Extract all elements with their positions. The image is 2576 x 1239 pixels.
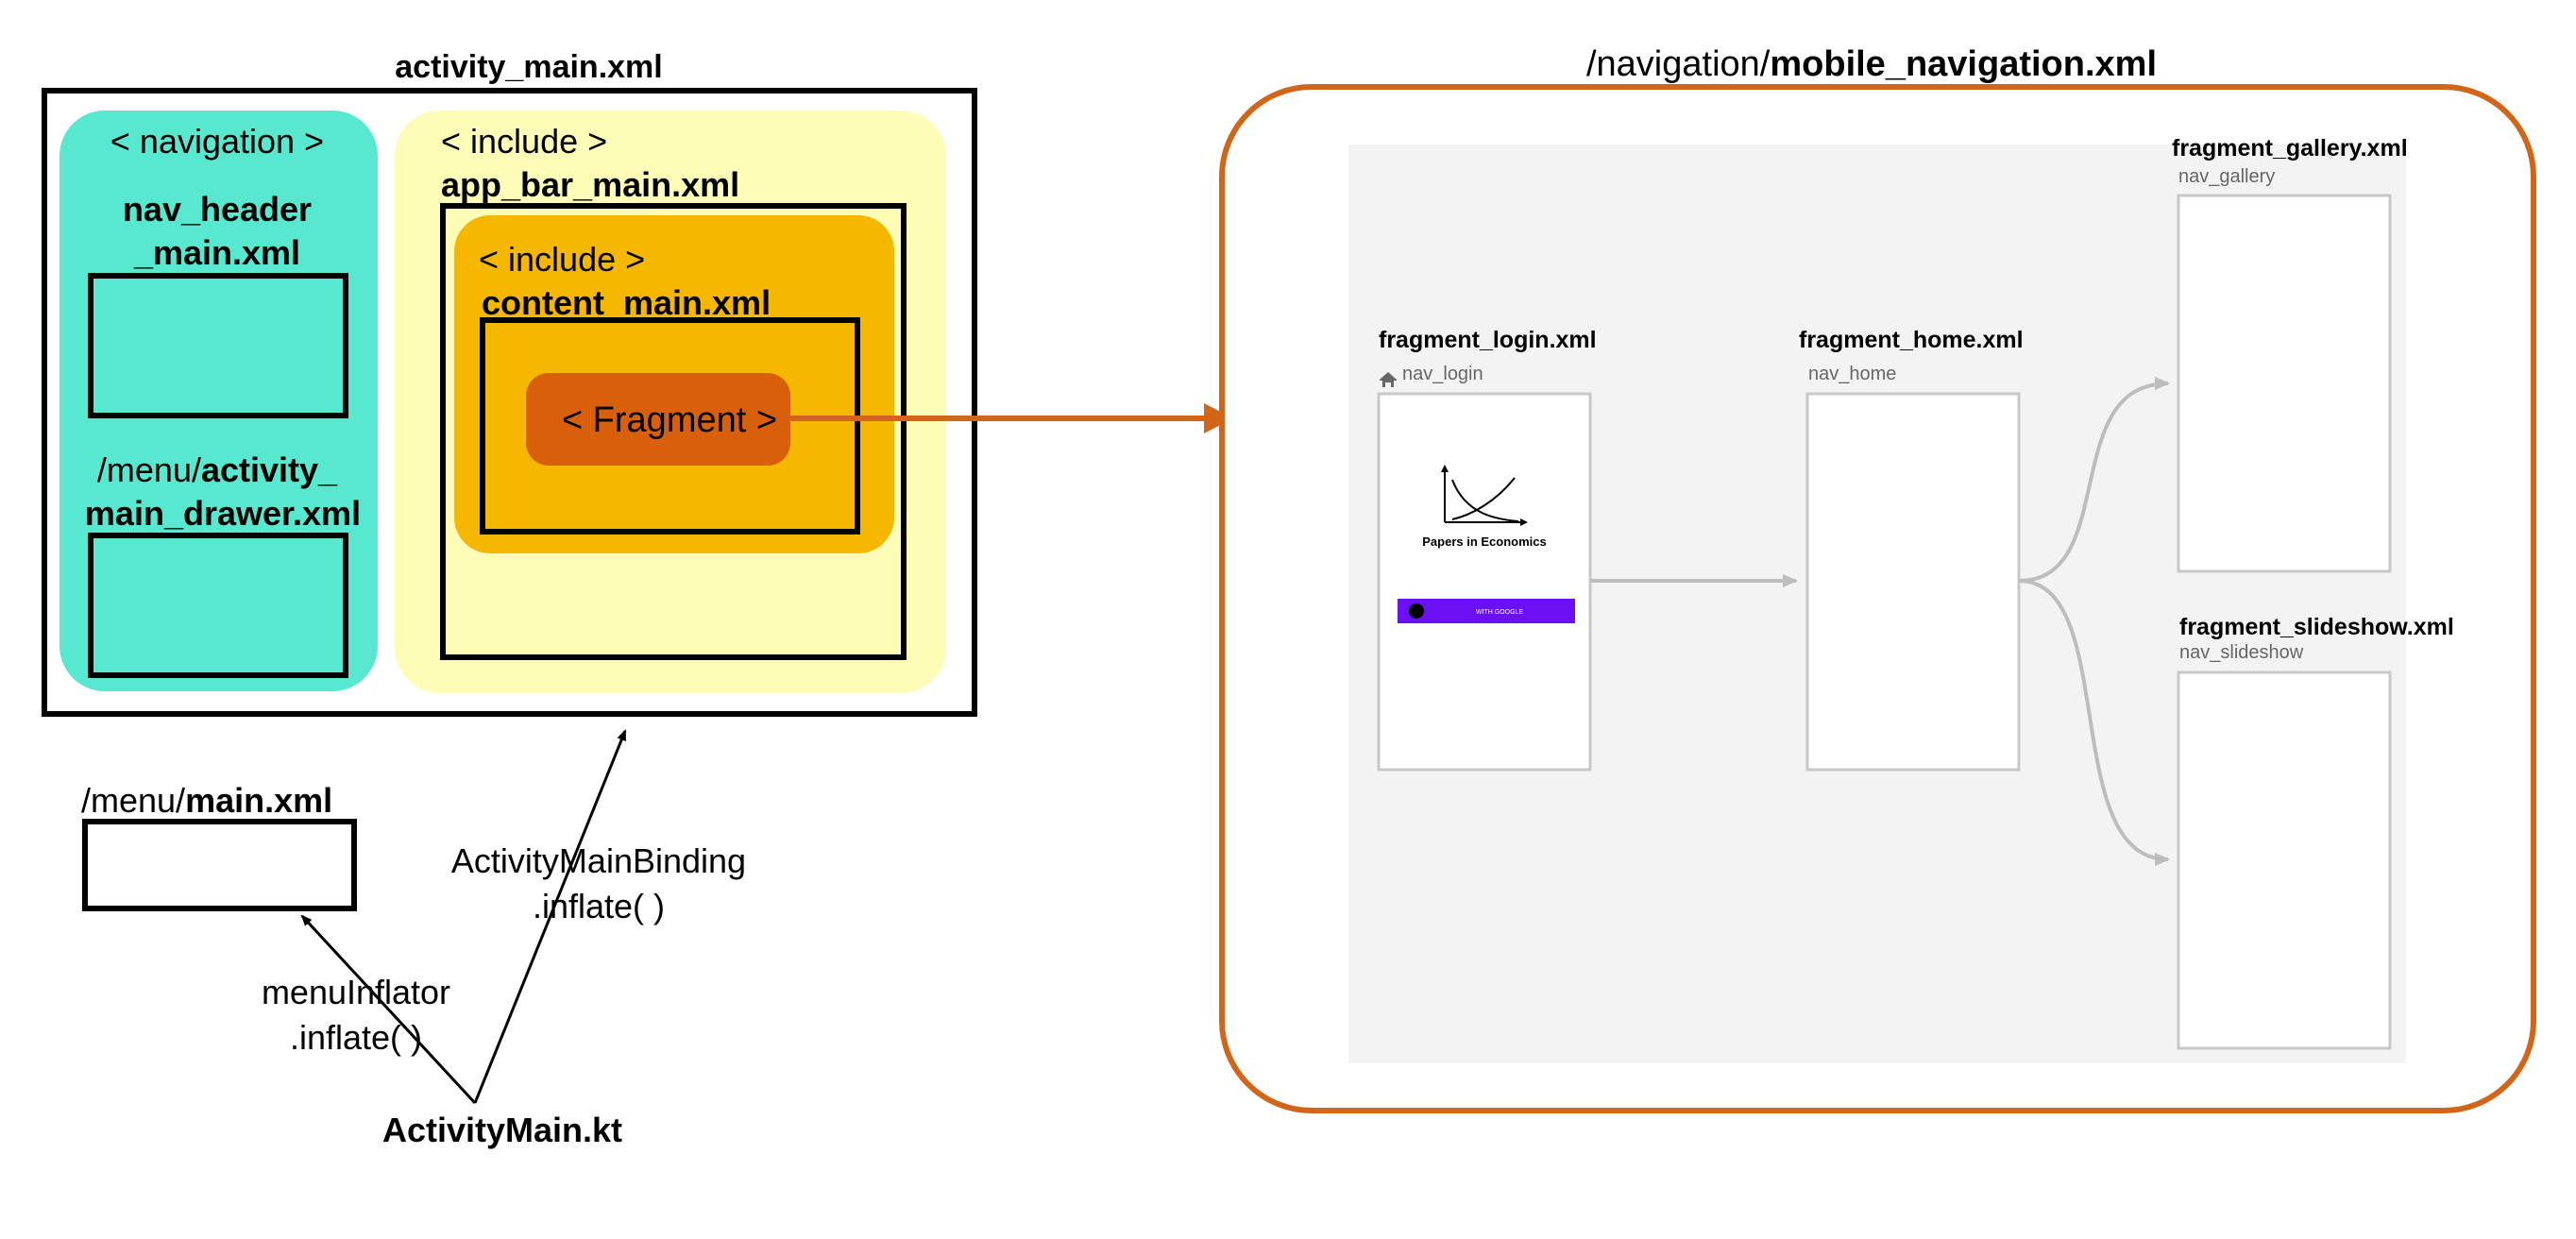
app-bar-include-tag: < include >	[441, 122, 607, 161]
dest-gallery-id: nav_gallery	[2178, 166, 2275, 187]
dest-gallery-title: fragment_gallery.xml	[2172, 135, 2408, 161]
activity-main-kt-label: ActivityMain.kt	[382, 1111, 622, 1149]
dest-slideshow-preview[interactable]	[2177, 670, 2392, 1050]
dest-home-id: nav_home	[1808, 364, 1896, 384]
nav-header-box	[88, 273, 348, 418]
dest-login-id: nav_login	[1402, 364, 1483, 384]
drawer-menu-prefix: /menu/	[97, 450, 201, 489]
fragment-to-nav-arrowhead	[1204, 403, 1233, 433]
menu-inflate-arrow	[300, 914, 477, 1105]
login-preview-caption: Papers in Economics	[1422, 535, 1547, 549]
home-to-slideshow-arrow	[2018, 579, 2170, 866]
dest-slideshow-id: nav_slideshow	[2179, 642, 2304, 663]
navigation-file: mobile_navigation.xml	[1770, 44, 2157, 84]
drawer-menu-label-line2: main_drawer.xml	[85, 494, 361, 533]
drawer-menu-label-line1: /menu/activity_	[97, 450, 338, 489]
menu-inflator-line1: menuInflator	[262, 973, 450, 1011]
navigation-prefix: /navigation/	[1586, 44, 1771, 84]
drawer-menu-box	[88, 533, 348, 678]
google-icon	[1409, 603, 1424, 619]
home-to-gallery-arrow	[2018, 377, 2170, 583]
menu-inflator-line2: .inflate( )	[290, 1018, 422, 1057]
content-include-tag: < include >	[479, 240, 645, 279]
activity-main-title: activity_main.xml	[395, 49, 662, 85]
nav-header-label-line1: nav_header	[123, 190, 312, 229]
google-button-label: WITH GOOGLE	[1476, 609, 1524, 616]
dest-login-title: fragment_login.xml	[1379, 327, 1597, 353]
content-main-label: content_main.xml	[482, 283, 771, 322]
binding-inflate-line2: .inflate( )	[533, 887, 665, 925]
main-menu-prefix: /menu/	[81, 781, 185, 820]
binding-inflate-arrow	[473, 729, 627, 1104]
app-bar-main-box	[440, 203, 907, 660]
nav-header-label-line2: _main.xml	[133, 233, 300, 272]
fragment-label: < Fragment >	[562, 400, 777, 440]
drawer-menu-bold: activity_	[201, 450, 338, 489]
papers-logo-icon	[1441, 465, 1528, 526]
dest-home-preview[interactable]	[1805, 392, 2021, 772]
dest-login-preview[interactable]	[1377, 392, 1592, 772]
app-bar-main-label: app_bar_main.xml	[441, 165, 739, 204]
navigation-tag: < navigation >	[110, 122, 324, 161]
fragment-block	[526, 373, 790, 466]
main-menu-box	[82, 819, 357, 911]
dest-slideshow-title: fragment_slideshow.xml	[2179, 614, 2454, 640]
binding-inflate-line1: ActivityMainBinding	[451, 841, 746, 880]
home-icon	[1380, 372, 1397, 387]
main-menu-label: /menu/main.xml	[81, 781, 332, 820]
google-signin-button	[1398, 599, 1575, 623]
dest-gallery-preview[interactable]	[2177, 194, 2392, 573]
dest-home-title: fragment_home.xml	[1799, 327, 2024, 353]
main-menu-file: main.xml	[185, 781, 332, 820]
navigation-graph-title: /navigation/mobile_navigation.xml	[1586, 44, 2157, 84]
